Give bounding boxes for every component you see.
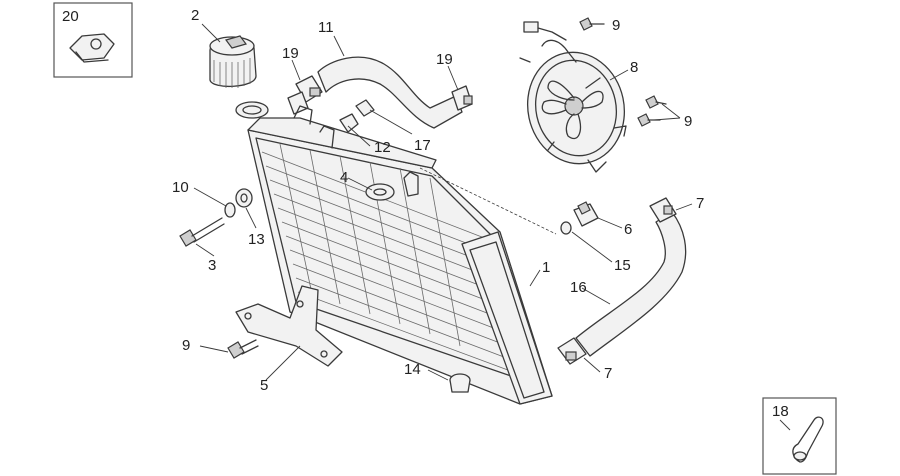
callout-19-right: 19	[436, 51, 453, 68]
hose-clamp-7-lower	[557, 337, 587, 365]
callout-10: 10	[172, 179, 189, 196]
callout-9-top: 9	[612, 17, 620, 34]
callout-7-lower: 7	[604, 365, 612, 382]
hose-clamp-7-upper	[649, 197, 677, 223]
radiator-bracket-right	[403, 171, 419, 197]
radiator-inlet	[293, 105, 313, 125]
clip-nut-hole	[90, 38, 102, 50]
filler-seal-ring	[235, 101, 269, 119]
radiator-bracket-top	[319, 125, 335, 149]
callout-8: 8	[630, 59, 638, 76]
callout-18: 18	[772, 403, 789, 420]
clip-nut-tab	[75, 51, 109, 63]
fan-blade	[547, 80, 575, 101]
filler-seal-hole	[242, 105, 262, 115]
callout-2: 2	[191, 7, 199, 24]
callout-9-lower: 9	[182, 337, 190, 354]
fan-connector	[523, 21, 539, 33]
callout-11: 11	[318, 19, 334, 36]
callout-16: 16	[570, 279, 587, 296]
bolt-3-shank	[191, 217, 225, 243]
callout-6: 6	[624, 221, 632, 238]
callout-7-upper: 7	[696, 195, 704, 212]
cap-lever	[224, 35, 248, 49]
thermo-switch-6	[573, 201, 599, 227]
radiator-cap	[209, 35, 257, 88]
fan-wire	[519, 39, 577, 63]
leader-lines	[193, 23, 791, 431]
callout-1: 1	[542, 259, 550, 276]
callout-14: 14	[404, 361, 421, 378]
callout-19-left: 19	[282, 45, 299, 62]
callout-20: 20	[62, 8, 79, 25]
screws-9-right	[637, 95, 667, 127]
callout-17: 17	[414, 137, 431, 154]
fan-mount-tab	[587, 159, 607, 173]
radiator-side-tank	[461, 231, 553, 405]
hose-clamp-right	[451, 85, 473, 111]
bolt-3-head	[179, 229, 197, 247]
alignment-line	[419, 167, 557, 235]
mounting-bracket-5	[235, 285, 343, 367]
washer-10	[224, 202, 236, 218]
hose-clamp-left	[287, 75, 323, 115]
grommet-14	[449, 373, 471, 393]
callout-3: 3	[208, 257, 216, 274]
fitting-17	[355, 99, 375, 117]
callout-5: 5	[260, 377, 268, 394]
spacer-13	[235, 188, 253, 208]
bolt-9-lower	[227, 339, 259, 359]
bolt-3-assembly	[179, 188, 253, 247]
accessory-ring	[793, 451, 807, 461]
callout-13: 13	[248, 231, 265, 248]
callout-4: 4	[340, 169, 348, 186]
callout-9-right: 9	[684, 113, 692, 130]
radiator-core	[247, 105, 553, 405]
callout-15: 15	[614, 257, 631, 274]
inset-clip-nut	[53, 2, 133, 78]
radiator-top-tank	[247, 117, 437, 169]
bracket-5-body	[235, 285, 343, 367]
inset-accessory	[762, 397, 837, 475]
washer-15	[560, 221, 572, 235]
callout-12: 12	[374, 139, 391, 156]
cooling-fan	[519, 21, 627, 173]
radiator-fins	[261, 143, 541, 383]
grommet-4	[365, 183, 395, 201]
spacer-12	[339, 113, 359, 133]
